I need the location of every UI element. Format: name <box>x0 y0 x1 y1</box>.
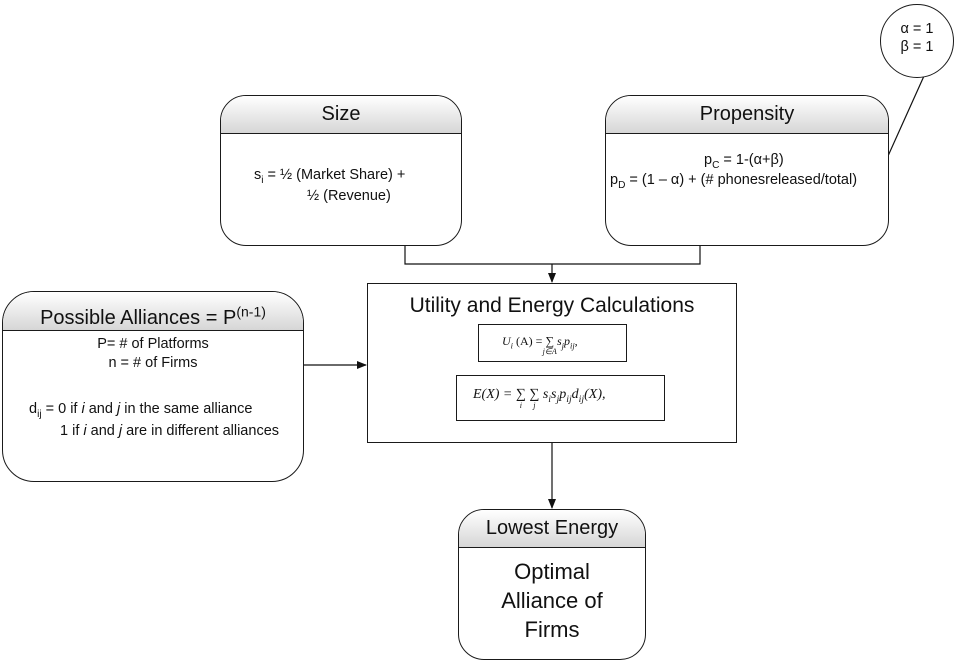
result-title: Lowest Energy <box>485 517 619 539</box>
firms-definition: n = # of Firms <box>108 355 198 371</box>
beta-value: β = 1 <box>900 39 934 55</box>
result-line3: Firms <box>524 617 580 642</box>
utility-sum-symbol: ∑j∈A <box>542 334 557 356</box>
alliances-title: Possible Alliances = P(n-1) <box>40 303 266 329</box>
result-line2: Alliance of <box>501 588 603 613</box>
energy-sum-symbol-i: ∑i <box>515 387 526 410</box>
calculations-title: Utility and Energy Calculations <box>409 294 695 317</box>
parameters-circle: α = 1 β = 1 <box>880 4 954 78</box>
size-header: Size <box>221 96 461 134</box>
params-leader <box>887 75 925 157</box>
size-box: Size si = ½ (Market Share) + ½ (Revenue) <box>220 95 462 246</box>
distance-definition-line2: 1 if i and j are in different alliances <box>60 423 280 439</box>
energy-sum-symbol-j: ∑j <box>529 387 540 410</box>
alpha-value: α = 1 <box>900 21 934 37</box>
calculations-box: Utility and Energy Calculations Ui (A) =… <box>367 283 737 443</box>
platforms-definition: P= # of Platforms <box>97 336 209 352</box>
alliances-header: Possible Alliances = P(n-1) <box>3 292 303 331</box>
size-connector <box>404 246 701 265</box>
propensity-pc-line: pC = 1-(α+β) <box>704 152 784 171</box>
propensity-title: Propensity <box>699 103 795 125</box>
propensity-header: Propensity <box>606 96 888 134</box>
propensity-box: Propensity pC = 1-(α+β) pD = (1 – α) + (… <box>605 95 889 246</box>
result-box: Lowest Energy Optimal Alliance of Firms <box>458 509 646 660</box>
result-line1: Optimal <box>514 559 590 584</box>
size-formula-line2: ½ (Revenue) <box>307 188 391 204</box>
propensity-pd-line: pD = (1 – α) + (# phonesreleased/total) <box>610 172 858 191</box>
size-title: Size <box>321 103 361 125</box>
alliances-box: Possible Alliances = P(n-1) P= # of Plat… <box>2 291 304 482</box>
result-header: Lowest Energy <box>459 510 645 548</box>
utility-formula: Ui (A) = ∑j∈A sjpij, <box>478 324 627 362</box>
size-formula-line1: si = ½ (Market Share) + <box>254 167 406 186</box>
energy-formula: E(X) = ∑i ∑j sisjpijdij(X), <box>456 375 665 421</box>
distance-definition-line1: dij = 0 if i and j in the same alliance <box>29 401 253 420</box>
